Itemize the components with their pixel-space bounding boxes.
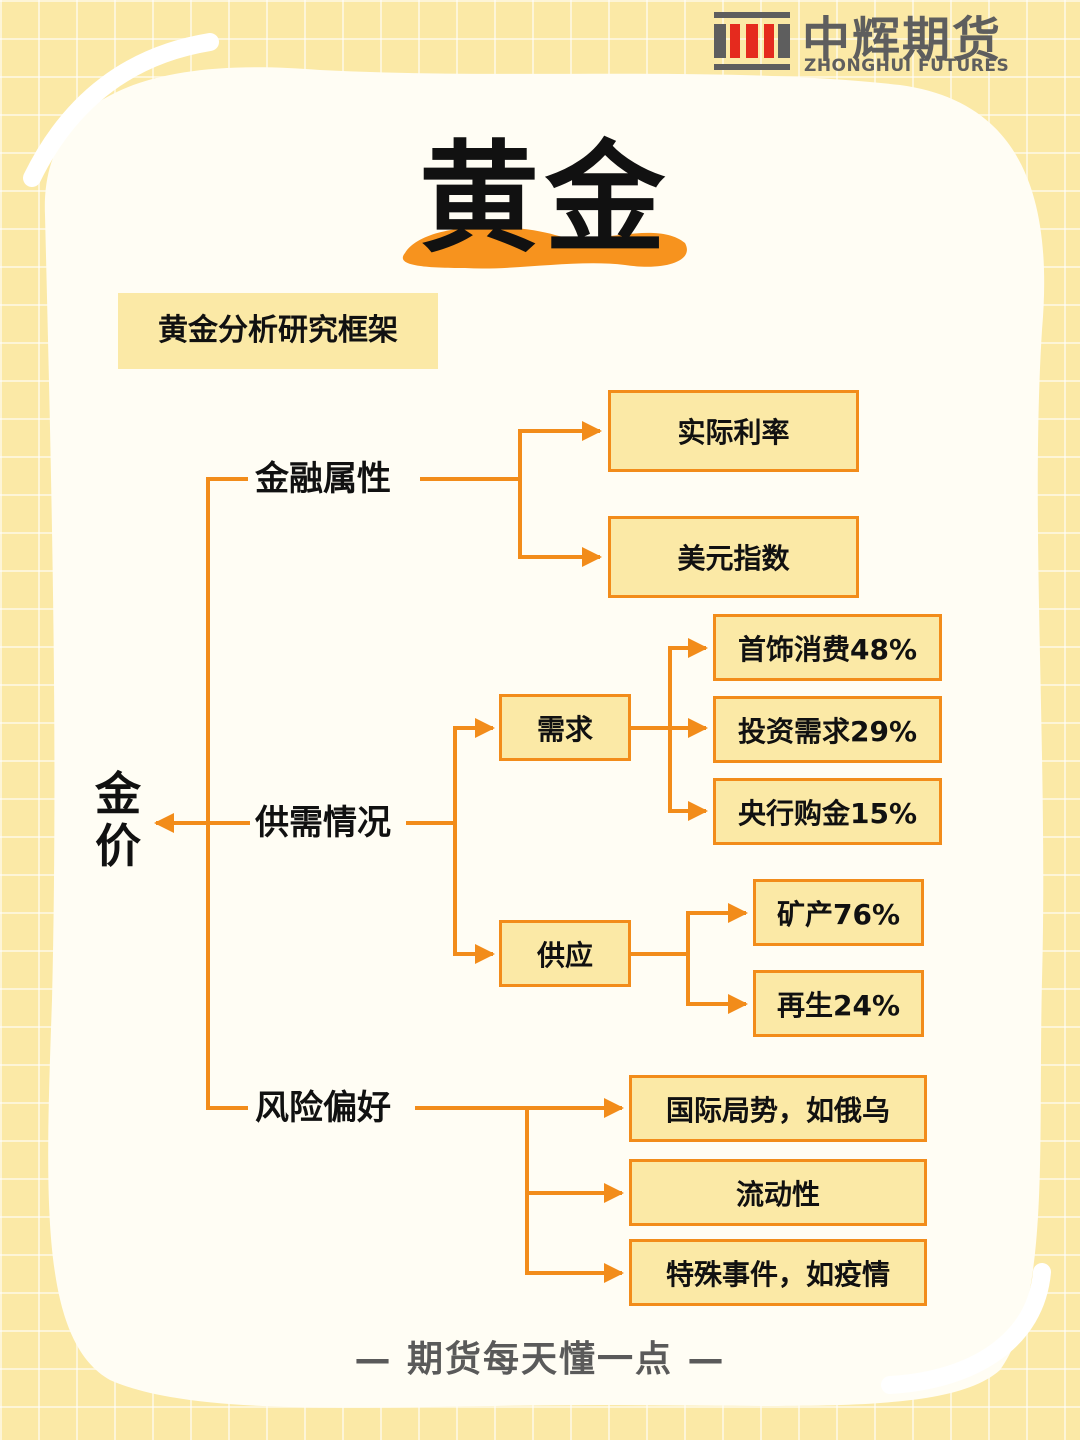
node-real-interest-rate: 实际利率 [608,390,859,472]
demand-connector-3 [668,728,708,821]
brand-name-en: ZHONGHUI FUTURES [804,56,1010,76]
node-demand: 需求 [499,694,631,761]
title-area: 黄金 [395,125,695,275]
node-dollar-index: 美元指数 [608,516,859,598]
risk-connector-2 [525,1108,624,1283]
branch-finance: 金融属性 [255,459,391,499]
node-geopolitics: 国际局势，如俄乌 [629,1075,927,1142]
page-subtitle: 黄金分析研究框架 [118,293,438,369]
node-special-events: 特殊事件，如疫情 [629,1239,927,1306]
supply-connector-2 [686,954,748,1014]
brand-logo: 中辉期货 ZHONGHUI FUTURES [714,6,1054,78]
footer-slogan: — 期货每天懂一点 — [354,1339,726,1380]
brand-logo-icon [714,12,790,70]
branch-risk-appetite: 风险偏好 [255,1088,391,1128]
finance-connector-2 [518,479,602,567]
root-node: 金价 [95,767,141,873]
node-mining: 矿产76% [753,879,924,946]
supply-connector [631,903,748,956]
node-liquidity: 流动性 [629,1159,927,1226]
node-investment-demand: 投资需求29% [713,696,942,763]
brand-name-cn: 中辉期货 [802,12,1003,68]
finance-connector [420,421,602,481]
demand-connector-2 [668,638,708,728]
supply-demand-connector-2 [453,823,495,964]
title-highlight-brush [402,226,687,269]
branch-supply-demand: 供需情况 [255,803,391,843]
node-central-bank-buying: 央行购金15% [713,778,942,845]
supply-demand-connector [406,718,495,825]
node-jewelry-consumption: 首饰消费48% [713,614,942,681]
page-title: 黄金 [419,130,671,269]
node-supply: 供应 [499,920,631,987]
spine-line [206,477,248,1110]
node-recycling: 再生24% [753,970,924,1037]
